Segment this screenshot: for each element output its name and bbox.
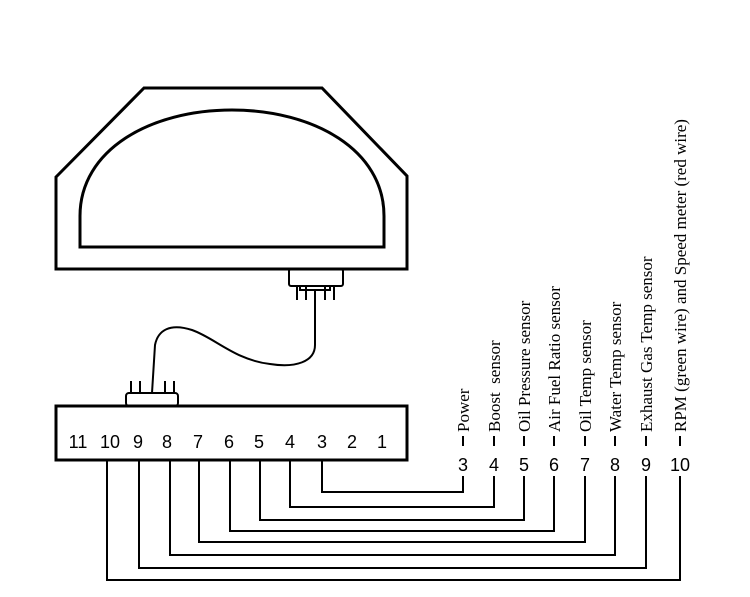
module-connector — [125, 381, 179, 407]
wires — [106, 436, 681, 581]
gauge-cable — [151, 290, 316, 394]
wire-9 — [138, 460, 647, 569]
pin-7-label: 7 — [193, 432, 203, 452]
pin-2-label: 2 — [347, 432, 357, 452]
wire-8-label: Water Temp sensor — [606, 301, 625, 432]
wire-9-label: Exhaust Gas Temp sensor — [637, 256, 656, 432]
pin-9-label: 9 — [133, 432, 143, 452]
wire-10-number: 10 — [670, 455, 690, 475]
wire-5 — [259, 460, 525, 521]
wire-10-label: RPM (green wire) and Speed meter (red wi… — [671, 119, 690, 432]
wire-3-label: Power — [454, 388, 473, 432]
pin-11-label: 11 — [69, 432, 88, 452]
wire-9-number: 9 — [641, 455, 651, 475]
pin-8-label: 8 — [162, 432, 172, 452]
wire-3-number: 3 — [458, 455, 468, 475]
wire-8-number: 8 — [610, 455, 620, 475]
wire-6 — [229, 460, 555, 532]
pin-10-label: 10 — [100, 432, 120, 452]
wire-8 — [169, 460, 616, 556]
pin-3-label: 3 — [317, 432, 327, 452]
wire-6-number: 6 — [549, 455, 559, 475]
gauge-face — [78, 108, 386, 249]
module-box — [54, 404, 409, 462]
wire-5-number: 5 — [519, 455, 529, 475]
wire-10 — [106, 460, 681, 581]
pin-5-label: 5 — [254, 432, 264, 452]
wire-4 — [289, 460, 495, 508]
gauge-unit — [54, 86, 409, 300]
pin-1-label: 1 — [377, 432, 387, 452]
wire-4-label: Boost sensor — [485, 340, 504, 432]
wire-5-label: Oil Pressure sensor — [515, 300, 534, 432]
wire-6-label: Air Fuel Ratio sensor — [545, 286, 564, 432]
pin-4-label: 4 — [285, 432, 295, 452]
gauge-housing — [54, 86, 409, 271]
wire-7-label: Oil Temp sensor — [576, 320, 595, 432]
wire-7-number: 7 — [580, 455, 590, 475]
wire-4-number: 4 — [489, 455, 499, 475]
wire-3 — [321, 460, 464, 493]
wire-7 — [198, 460, 586, 543]
pin-6-label: 6 — [224, 432, 234, 452]
wire-labels: 3 Power 4 Boost sensor 5 Oil Pressure sensor 6… — [454, 119, 690, 475]
